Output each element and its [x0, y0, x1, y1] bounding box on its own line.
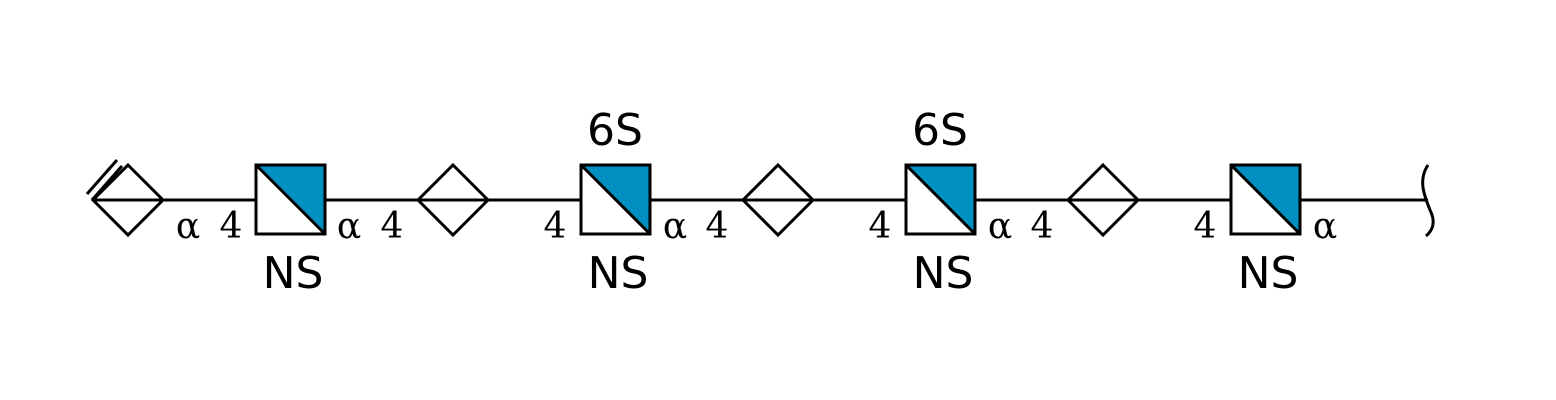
residue-5-diamond-icon — [740, 162, 816, 238]
linkage-7-position: 4 — [1194, 206, 1217, 247]
residue-3-diamond-icon — [415, 162, 491, 238]
linkage-6-position: 4 — [1031, 206, 1054, 247]
residue-2-substituent-below: NS — [263, 248, 324, 299]
residue-8-square-icon — [1229, 163, 1302, 236]
linkage-8-anomer: α — [1313, 206, 1337, 247]
reducing-end-bracket-icon — [1421, 164, 1435, 238]
linkage-1-position: 4 — [220, 206, 243, 247]
residue-7-diamond-icon — [1065, 162, 1141, 238]
residue-6-square-icon — [904, 163, 977, 236]
linkage-2-position: 4 — [381, 206, 404, 247]
residue-2-square-icon — [254, 163, 327, 236]
linkage-5-position: 4 — [869, 206, 892, 247]
residue-4-square-icon — [579, 163, 652, 236]
linkage-3-position: 4 — [544, 206, 567, 247]
residue-4-substituent-above: 6S — [587, 105, 643, 156]
linkage-2-anomer: α — [337, 206, 361, 247]
linkage-1-anomer: α — [176, 206, 200, 247]
linkage-6-anomer: α — [988, 206, 1012, 247]
residue-4-substituent-below: NS — [588, 248, 649, 299]
residue-8-substituent-below: NS — [1238, 248, 1299, 299]
linkage-4-anomer: α — [663, 206, 687, 247]
residue-1-unsaturated-diamond-icon — [85, 159, 166, 238]
residue-6-substituent-above: 6S — [912, 105, 968, 156]
residue-6-substituent-below: NS — [913, 248, 974, 299]
linkage-4-position: 4 — [706, 206, 729, 247]
